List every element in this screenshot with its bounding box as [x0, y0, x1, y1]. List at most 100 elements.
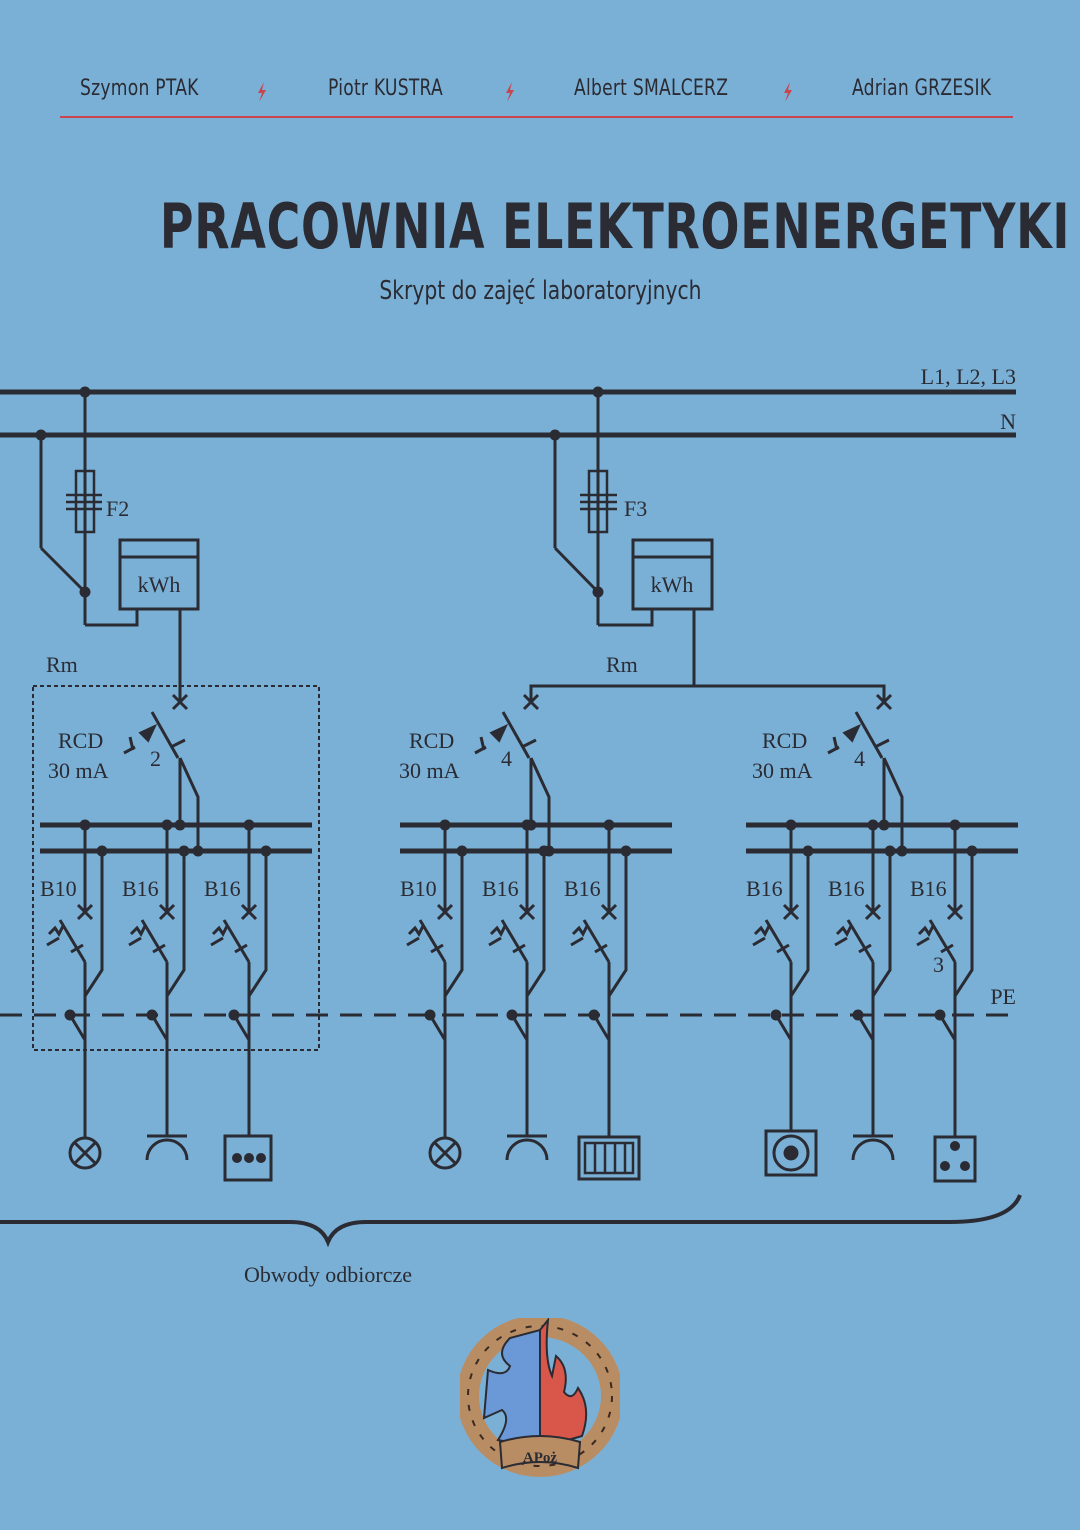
breaker-label: B16 — [122, 876, 159, 901]
lightning-bolt-icon — [258, 82, 266, 102]
author-2: Piotr KUSTRA — [328, 76, 443, 101]
heater-icon — [577, 1120, 641, 1181]
diagram-stroke — [938, 1014, 957, 1041]
diagram-stroke — [128, 936, 142, 947]
rcd-rating: 30 mA — [399, 758, 460, 783]
diagram-stroke — [140, 919, 169, 963]
diagram-stroke — [165, 851, 186, 997]
rcd-rating: 30 mA — [48, 758, 109, 783]
three-phase-socket-icon — [933, 1120, 977, 1183]
rcd-label: RCD — [409, 728, 454, 753]
book-subtitle: Skrypt do zajęć laboratoryjnych — [378, 276, 702, 306]
diagram-stroke — [878, 819, 890, 831]
diagram-stroke — [782, 903, 800, 921]
diagram-stroke — [443, 851, 464, 997]
brace-label: Obwody odbiorcze — [244, 1262, 412, 1287]
diagram-stroke — [521, 738, 537, 749]
breaker-label: B16 — [204, 876, 241, 901]
diagram-stroke — [600, 903, 618, 921]
diagram-stroke — [607, 851, 628, 997]
diagram-stroke — [152, 943, 166, 954]
diagram-stroke — [940, 943, 954, 954]
breaker-label: B16 — [564, 876, 601, 901]
diagram-stroke — [832, 736, 839, 751]
diagram-stroke — [128, 736, 135, 751]
diagram-stroke — [505, 1138, 549, 1161]
breaker-label: B16 — [828, 876, 865, 901]
breaker-2 — [488, 819, 550, 1161]
circuit-group-1 — [40, 693, 312, 1182]
logo-text: APoż — [523, 1450, 557, 1466]
diagram-stroke — [835, 925, 853, 937]
diagram-stroke — [525, 851, 546, 997]
socket-icon — [851, 1120, 895, 1161]
author-4: Adrian GRZESIK — [852, 76, 992, 101]
phase-bus-label: L1, L2, L3 — [921, 364, 1016, 389]
header-divider — [60, 116, 1013, 118]
diagram-stroke — [232, 1153, 242, 1163]
breaker-label: B10 — [400, 876, 437, 901]
diagram-stroke — [76, 903, 94, 921]
diagram-stroke — [529, 684, 886, 700]
rcd-pole-count: 2 — [150, 746, 161, 771]
fuse-label-f2: F2 — [106, 496, 129, 521]
diagram-stroke — [577, 1135, 641, 1181]
breaker-1 — [752, 819, 818, 1177]
diagram-stroke — [882, 757, 904, 850]
diagram-stroke — [170, 738, 186, 749]
diagram-stroke — [752, 936, 766, 947]
breaker-3 — [916, 819, 978, 1183]
diagram-stroke — [222, 919, 251, 963]
breaker-1 — [46, 819, 108, 1170]
breaker-3 — [210, 819, 273, 1182]
diagram-stroke — [46, 936, 60, 947]
diagram-stroke — [430, 943, 444, 954]
pe-bus-label: PE — [990, 984, 1016, 1009]
diagram-stroke — [753, 925, 771, 937]
diagram-stroke — [47, 925, 65, 937]
diagram-stroke — [570, 936, 584, 947]
diagram-stroke — [916, 936, 930, 947]
diagram-stroke — [631, 538, 714, 611]
diagram-stroke — [529, 757, 551, 850]
diagram-stroke — [223, 1134, 273, 1182]
breaker-label: B16 — [482, 876, 519, 901]
oak-wreath-icon — [460, 1318, 620, 1477]
diagram-stroke — [488, 936, 502, 947]
diagram-stroke — [764, 919, 793, 963]
diagram-stroke — [522, 693, 540, 711]
diagram-stroke — [192, 845, 204, 857]
diagram-stroke — [118, 538, 200, 611]
diagram-stroke — [500, 919, 529, 963]
rcd-rating: 30 mA — [752, 758, 813, 783]
diagram-stroke — [73, 1141, 97, 1165]
distribution-board-outline — [32, 685, 320, 1051]
diagram-stroke — [950, 1141, 960, 1151]
blue-cross-shape — [482, 1328, 541, 1450]
diagram-stroke — [138, 723, 158, 743]
diagram-stroke — [489, 925, 507, 937]
breaker-label: B10 — [40, 876, 77, 901]
diagram-stroke — [946, 903, 964, 921]
diagram-stroke — [68, 1014, 87, 1041]
red-flame-shape — [539, 1318, 588, 1450]
breaker-1 — [406, 819, 468, 1170]
diagram-stroke — [874, 738, 890, 749]
diagram-stroke — [210, 936, 224, 947]
diagram-stroke — [479, 736, 486, 751]
diagram-stroke — [917, 925, 935, 937]
diagram-stroke — [433, 1141, 457, 1165]
diagram-stroke — [774, 1014, 793, 1041]
diagram-stroke — [79, 586, 91, 598]
breaker-3 — [570, 819, 641, 1181]
diagram-stroke — [856, 1014, 875, 1041]
rcd-label: RCD — [762, 728, 807, 753]
diagram-stroke — [510, 1014, 529, 1041]
diagram-stroke — [864, 903, 882, 921]
hob-icon — [764, 1120, 818, 1177]
rcd-pole-count: 4 — [854, 746, 865, 771]
diagram-stroke — [418, 919, 447, 963]
diagram-stroke — [834, 936, 848, 947]
diagram-stroke — [150, 1014, 169, 1041]
